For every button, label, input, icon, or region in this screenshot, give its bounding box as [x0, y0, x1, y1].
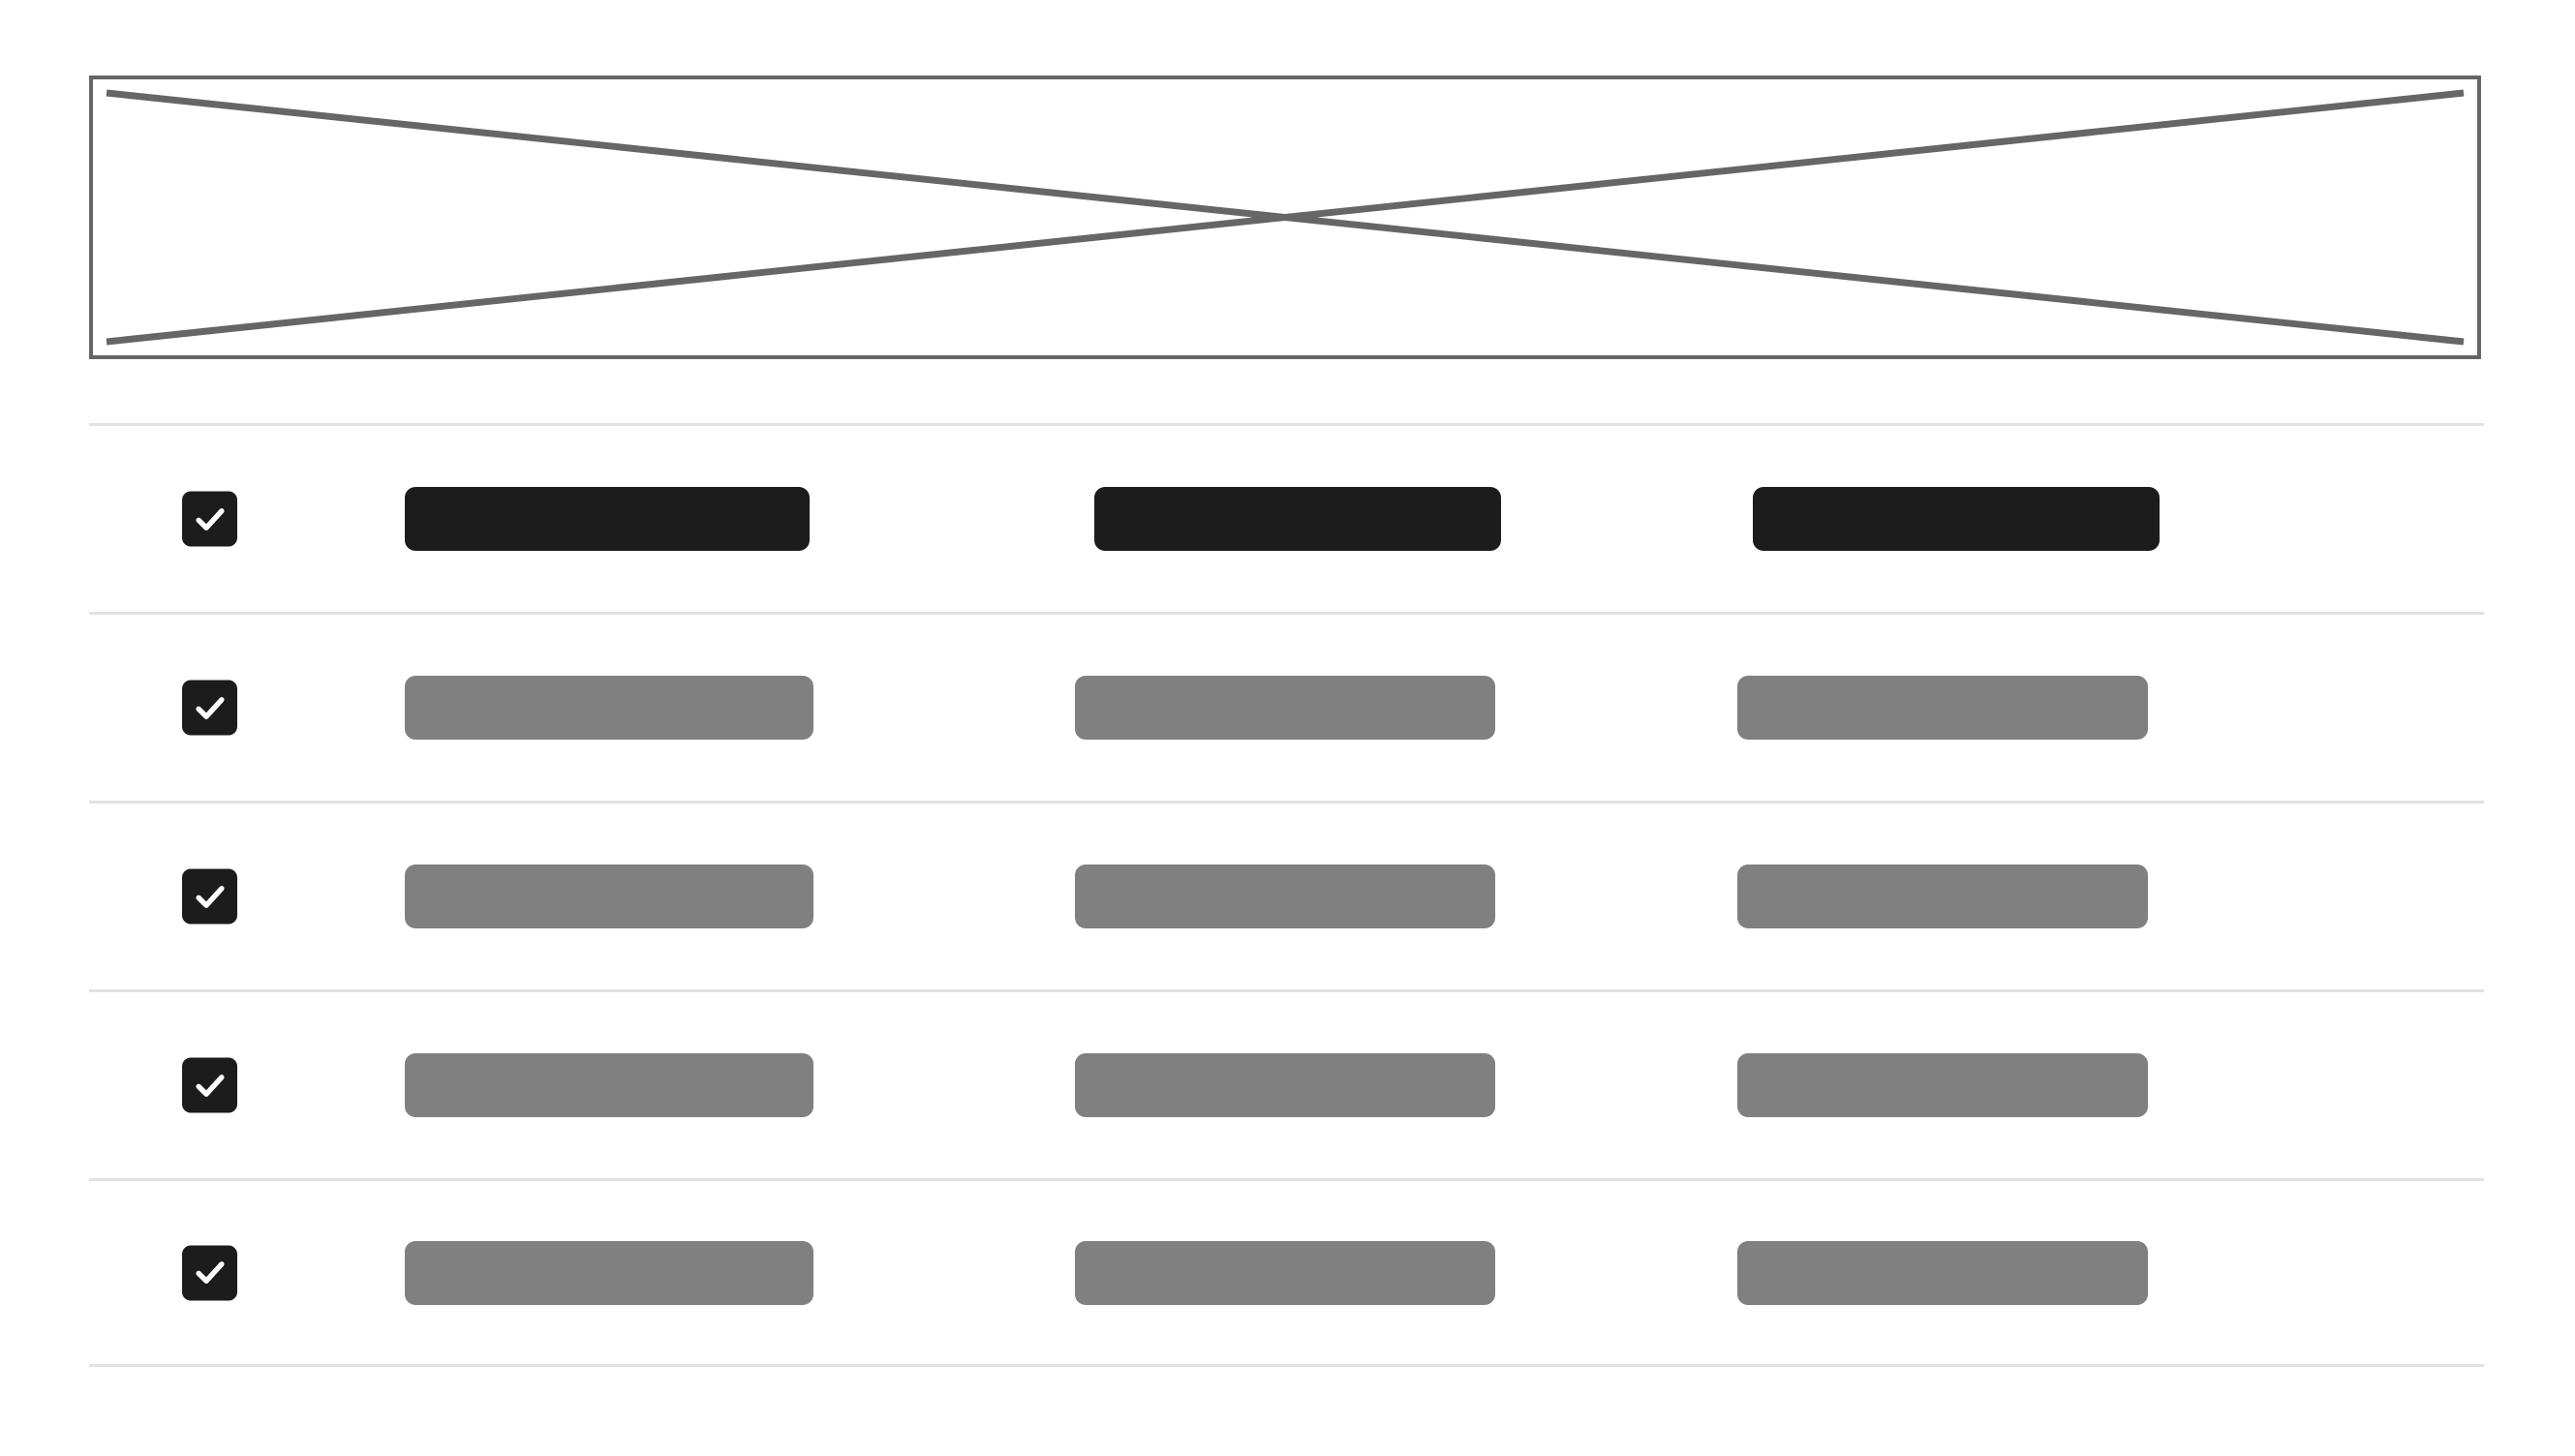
check-icon: [195, 696, 225, 719]
row-select-checkbox[interactable]: [182, 1057, 237, 1113]
image-placeholder: [89, 76, 2481, 359]
check-icon: [195, 1261, 225, 1284]
placeholder-bar-col-1: [405, 1053, 813, 1117]
check-icon: [195, 1074, 225, 1097]
table-row[interactable]: [89, 612, 2484, 801]
cross-out-icon: [106, 89, 2465, 346]
placeholder-table: [89, 423, 2484, 1367]
table-row-content: [89, 426, 2484, 612]
table-row-content: [89, 615, 2484, 801]
placeholder-bar-col-3: [1737, 1053, 2148, 1117]
placeholder-bar-col-3: [1753, 487, 2160, 551]
placeholder-bar-col-2: [1094, 487, 1501, 551]
table-row-content: [89, 992, 2484, 1178]
table-row-content: [89, 804, 2484, 989]
row-select-checkbox[interactable]: [182, 868, 237, 925]
placeholder-bar-col-1: [405, 1240, 813, 1305]
table-row[interactable]: [89, 989, 2484, 1178]
table-row[interactable]: [89, 423, 2484, 612]
row-select-checkbox[interactable]: [182, 680, 237, 736]
placeholder-bar-col-1: [405, 676, 813, 740]
placeholder-bar-col-2: [1075, 1240, 1495, 1305]
placeholder-bar-col-3: [1737, 864, 2148, 928]
table-row[interactable]: [89, 801, 2484, 989]
row-select-checkbox[interactable]: [182, 491, 237, 547]
placeholder-bar-col-3: [1737, 676, 2148, 740]
placeholder-bar-col-1: [405, 487, 810, 551]
table-row-content: [89, 1181, 2484, 1364]
placeholder-bar-col-1: [405, 864, 813, 928]
placeholder-bar-col-2: [1075, 864, 1495, 928]
row-select-checkbox[interactable]: [182, 1245, 237, 1300]
placeholder-bar-col-2: [1075, 676, 1495, 740]
check-icon: [195, 507, 225, 531]
placeholder-bar-col-3: [1737, 1240, 2148, 1305]
placeholder-bar-col-2: [1075, 1053, 1495, 1117]
check-icon: [195, 885, 225, 908]
table-row[interactable]: [89, 1178, 2484, 1367]
